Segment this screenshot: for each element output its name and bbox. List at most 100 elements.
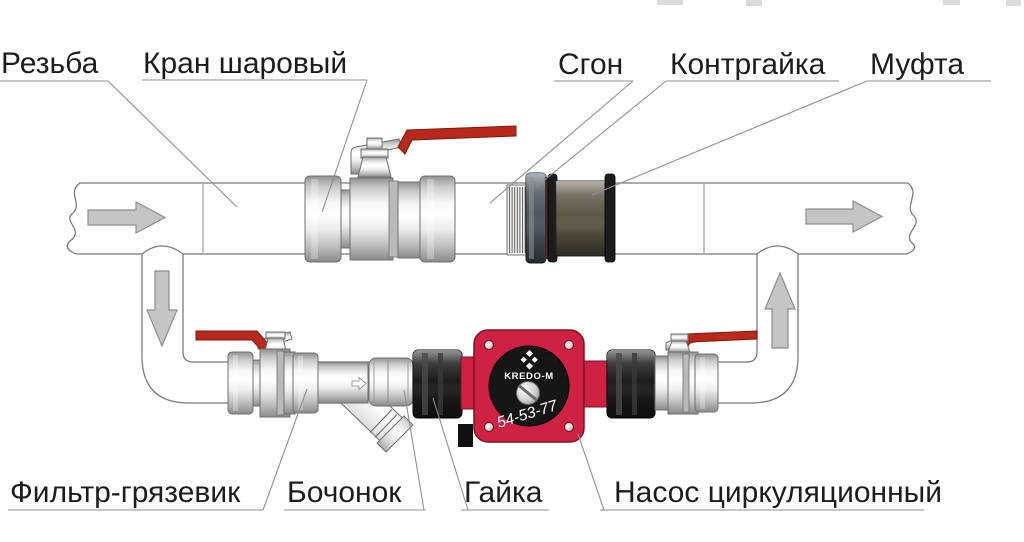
pump-screw-slot: [518, 384, 538, 402]
label-bochonok-leader: [403, 389, 425, 511]
union-nut-left-facet1: [422, 353, 428, 415]
label-gayka-text: Гайка: [464, 476, 543, 509]
label-filtr-leader: [262, 388, 308, 511]
locknut-facet: [529, 177, 534, 259]
valve-top-stem-nut: [366, 137, 383, 150]
pump-terminal-box: [458, 424, 473, 447]
label-kontrgayka: Контргайка: [535, 48, 839, 188]
strainer-branch-ring2: [374, 414, 398, 438]
barrel-nipple: [368, 357, 414, 407]
ball-valve-left: [195, 330, 296, 418]
pump-screw-br: [564, 422, 574, 432]
bypass-left-inner: [182, 254, 749, 363]
valve-top-body: [349, 177, 394, 261]
tee-socket-right: [756, 245, 799, 255]
union-nut-right: [606, 349, 656, 419]
coupling-shading: [556, 181, 606, 256]
supply-pipe: [66, 182, 917, 255]
thread-section: [506, 184, 530, 256]
valve-left-ball-seam: [276, 350, 285, 416]
label-rezba-leader: [107, 80, 238, 208]
label-nasos: Насос циркуляционный: [577, 433, 942, 511]
valve-right-stem-cap: [670, 333, 689, 342]
valve-top-nut-left: [304, 175, 342, 263]
label-filtr: Фильтр-грязевик: [8, 388, 308, 511]
label-kontrgayka-leader: [535, 80, 667, 188]
pipe-break-right: [905, 182, 917, 255]
union-nut-left-facet2: [438, 353, 443, 415]
label-mufta-text: Муфта: [870, 48, 964, 81]
thread-lines: [509, 187, 529, 253]
valve-right-adapter: [654, 355, 670, 411]
label-sgon-text: Сгон: [558, 48, 623, 81]
bypass-left-outer: [141, 254, 753, 404]
flow-arrow-in: [87, 200, 167, 235]
union-nut-right-facet1: [616, 353, 622, 415]
valve-top-handle: [397, 125, 517, 155]
pump-screws: [484, 340, 574, 432]
pump-brand-text: KREDO-M: [504, 371, 554, 382]
label-rezba-text: Резьба: [1, 47, 99, 80]
flow-arrow-up: [764, 271, 796, 349]
valve-top-stem: [357, 156, 392, 178]
label-rezba: Резьба: [0, 47, 238, 208]
label-kran-leader: [321, 79, 368, 213]
flow-arrows: [87, 199, 884, 349]
label-kran: Кран шаровый: [142, 47, 368, 213]
valve-right-ball-seam: [682, 353, 690, 413]
bypass-right-outer: [750, 254, 799, 404]
label-nasos-text: Насос циркуляционный: [614, 476, 942, 509]
circulation-pump: KREDO-M 54-53-77: [458, 329, 609, 447]
valve-top-body-right: [397, 181, 421, 259]
valve-left-spacer: [252, 359, 261, 407]
label-kontrgayka-text: Контргайка: [670, 48, 826, 81]
label-mufta-leader: [591, 80, 868, 196]
union-nut-left: [412, 349, 463, 419]
pump-screw-tr: [564, 340, 574, 350]
strainer-flow-mark: [351, 376, 367, 391]
valve-top-ball-seam: [388, 180, 399, 258]
strainer-branch-ring1: [369, 409, 393, 433]
label-mufta: Муфта: [591, 48, 991, 196]
ball-valve-top: [304, 125, 517, 263]
locknut: [525, 172, 549, 264]
union-nut-right-facet2: [632, 353, 637, 415]
label-kran-text: Кран шаровый: [143, 47, 347, 80]
pump-screw-bl: [484, 422, 494, 432]
coupling: [547, 173, 616, 263]
pump-neck-left: [460, 356, 476, 410]
ball-valve-right: [654, 330, 758, 415]
label-nasos-leader: [577, 433, 605, 511]
label-gayka: Гайка: [432, 397, 549, 511]
label-bochonok: Бочонок: [284, 389, 426, 511]
label-bochonok-text: Бочонок: [287, 476, 402, 509]
pump-screw-tl: [484, 340, 494, 350]
coupling-flange-right: [604, 173, 616, 263]
label-sgon: Сгон: [489, 48, 634, 204]
strainer-cap: [376, 415, 414, 453]
flow-arrow-out: [805, 199, 884, 234]
barrel-body: [368, 357, 414, 407]
flow-arrow-down: [146, 270, 178, 348]
label-gayka-leader: [432, 397, 469, 511]
bypass-pipe: [141, 254, 799, 404]
pipe-break-left: [66, 182, 81, 255]
valve-top-nut-right: [419, 175, 456, 263]
bypass-right-inner: [746, 254, 758, 363]
valve-left-nut: [227, 351, 254, 415]
valve-top-spacer: [340, 189, 351, 249]
tee-socket-left: [141, 245, 184, 255]
pump-neck-right: [582, 360, 609, 408]
callout-labels: Резьба Кран шаровый Сгон Контргайка Муфт…: [0, 47, 991, 511]
label-filtr-text: Фильтр-грязевик: [10, 476, 241, 509]
valve-right-nut: [694, 353, 719, 413]
union-nut-right-shading: [607, 350, 655, 418]
valve-right-stem: [667, 340, 691, 353]
strainer-inlet-nut: [292, 352, 319, 414]
label-sgon-leader: [489, 80, 634, 204]
locknut-gasket: [545, 177, 549, 259]
strainer: [292, 352, 414, 453]
union-nut-left-shading: [413, 350, 462, 418]
